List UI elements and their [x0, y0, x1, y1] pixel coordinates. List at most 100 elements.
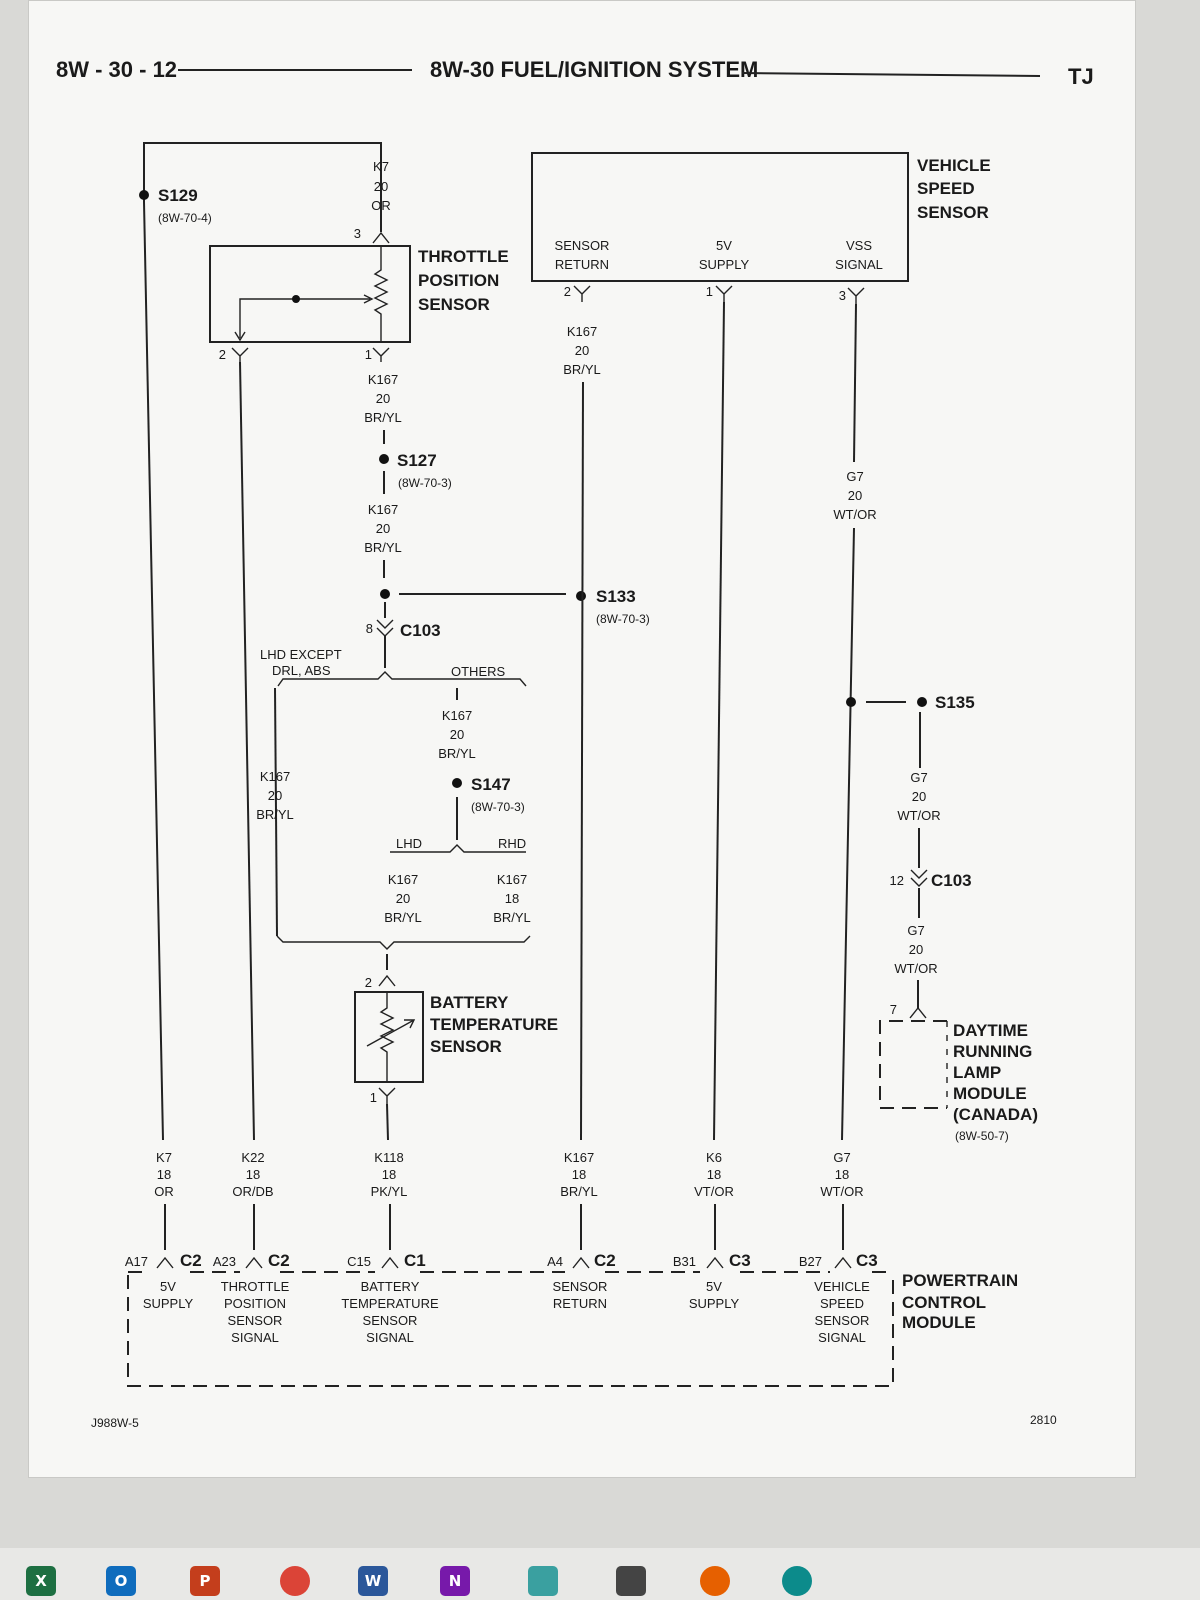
connector-c103-label: C103	[931, 871, 972, 890]
tps-junction	[292, 295, 300, 303]
pin-vss-1: 1	[706, 284, 713, 299]
outlook-icon[interactable]: O	[106, 1566, 136, 1596]
wire-color: BR/YL	[493, 910, 531, 925]
pcm-pin-desc: 5V	[706, 1279, 722, 1294]
pcm-connector: C2	[180, 1251, 202, 1270]
connector-symbol	[715, 285, 733, 302]
splice-s133-label: S133	[596, 587, 636, 606]
wire-gauge: 20	[575, 343, 589, 358]
wire-circuit: K167	[368, 372, 398, 387]
component-name-line: CONTROL	[902, 1293, 986, 1312]
vss-pin-3-label: VSS SIGNAL	[835, 238, 883, 272]
wire-circuit: K6	[706, 1150, 722, 1165]
wire-label-k167-rhd: K167 18 BR/YL	[493, 872, 531, 925]
component-name-line: POWERTRAIN	[902, 1271, 1018, 1290]
pcm-pin-c15: C15 C1 BATTERY TEMPERATURE SENSOR SIGNAL	[341, 1251, 439, 1345]
component-name-line: SENSOR	[917, 203, 989, 222]
connector-symbol	[706, 1256, 724, 1269]
wire-circuit: K118	[374, 1150, 403, 1165]
pcm-pin-id: A4	[547, 1254, 563, 1269]
pin-c103-12: 12	[890, 873, 904, 888]
pin-vss-2: 2	[564, 284, 571, 299]
splice-s129-label: S129	[158, 186, 198, 205]
connector-symbol	[245, 1256, 263, 1269]
app-letter: N	[448, 1572, 462, 1590]
vss-box	[531, 152, 909, 282]
component-name-line: POSITION	[418, 271, 499, 290]
component-name-line: DAYTIME	[953, 1021, 1028, 1040]
wire-label-k167-bot: K167 18 BR/YL	[560, 1150, 598, 1199]
powerpoint-icon[interactable]: P	[190, 1566, 220, 1596]
pcm-pin-id: B31	[673, 1254, 696, 1269]
pcm-pin-desc: BATTERY	[361, 1279, 420, 1294]
pcm-connector: C3	[856, 1251, 878, 1270]
option-rhd: RHD	[498, 836, 526, 851]
pin-vss-3: 3	[839, 288, 846, 303]
k167-return-wire	[580, 381, 584, 1141]
pin-desc-line: SIGNAL	[835, 257, 883, 272]
component-name-line: MODULE	[953, 1084, 1027, 1103]
wire-circuit: G7	[907, 923, 924, 938]
k6-wire	[713, 301, 725, 1141]
k22-wire	[239, 361, 255, 1141]
wire-color: WT/OR	[897, 808, 940, 823]
pcm-connector: C1	[404, 1251, 426, 1270]
chrome-icon[interactable]	[280, 1566, 310, 1596]
excel-icon[interactable]: X	[26, 1566, 56, 1596]
wire-gauge: 20	[450, 727, 464, 742]
firefox-icon[interactable]	[700, 1566, 730, 1596]
splice-s135-dot	[917, 697, 927, 707]
header-rule	[741, 72, 1041, 77]
tps-box	[209, 245, 411, 343]
word-icon[interactable]: W	[358, 1566, 388, 1596]
pcm-connector: C3	[729, 1251, 751, 1270]
wire-gauge: 18	[157, 1167, 171, 1182]
bts-thermistor	[379, 992, 395, 1082]
g7-wire	[853, 303, 857, 463]
notepad-icon[interactable]	[528, 1566, 558, 1596]
connector-symbol	[572, 1256, 590, 1269]
connector-symbol	[156, 1256, 174, 1269]
k7-wire	[143, 201, 164, 1141]
connector-symbol	[381, 1256, 399, 1269]
component-name-line: BATTERY	[430, 993, 509, 1012]
wire-gauge: 18	[835, 1167, 849, 1182]
option-bracket	[277, 671, 527, 687]
calculator-icon[interactable]	[616, 1566, 646, 1596]
wire-circuit: G7	[910, 770, 927, 785]
bts-label: BATTERY TEMPERATURE SENSOR	[430, 993, 558, 1056]
splice-s147-dot	[452, 778, 462, 788]
edge-icon[interactable]	[782, 1566, 812, 1596]
taskbar: X O P W N	[0, 1548, 1200, 1600]
wire-label-k167-lhdx: K167 20 BR/YL	[256, 769, 294, 822]
bts-thermistor-arrow	[366, 1019, 415, 1047]
pcm-pin-a17: A17 C2 5V SUPPLY	[125, 1251, 202, 1311]
connector-symbol	[909, 1006, 927, 1019]
wire-color: PK/YL	[371, 1184, 408, 1199]
wire-gauge: 20	[912, 789, 926, 804]
wire-label-k167-vss: K167 20 BR/YL	[563, 324, 601, 377]
onenote-icon[interactable]: N	[440, 1566, 470, 1596]
pcm-pin-desc: SENSOR	[553, 1279, 608, 1294]
drl-module-box	[879, 1020, 947, 1109]
option-bracket	[390, 844, 526, 853]
g7-wire	[841, 527, 855, 1141]
wire-color: OR/DB	[232, 1184, 273, 1199]
wire-color: BR/YL	[364, 410, 402, 425]
wire-circuit: G7	[833, 1150, 850, 1165]
wire-gauge: 20	[909, 942, 923, 957]
pcm-pin-desc: SUPPLY	[689, 1296, 740, 1311]
splice-s129-dot	[139, 190, 149, 200]
wire-circuit: K167	[260, 769, 290, 784]
wire-color: OR	[154, 1184, 174, 1199]
wire-circuit: K167	[388, 872, 418, 887]
wire-gauge: 20	[374, 179, 388, 194]
page-code: 2810	[1030, 1413, 1057, 1427]
pcm-pin-desc: SENSOR	[363, 1313, 418, 1328]
pcm-pin-b31: B31 C3 5V SUPPLY	[673, 1251, 751, 1311]
pcm-pin-desc: SUPPLY	[143, 1296, 194, 1311]
option-others: OTHERS	[451, 664, 506, 679]
pcm-pin-id: A23	[213, 1254, 236, 1269]
component-name-line: (CANADA)	[953, 1105, 1038, 1124]
splice-junction-dot	[380, 589, 390, 599]
